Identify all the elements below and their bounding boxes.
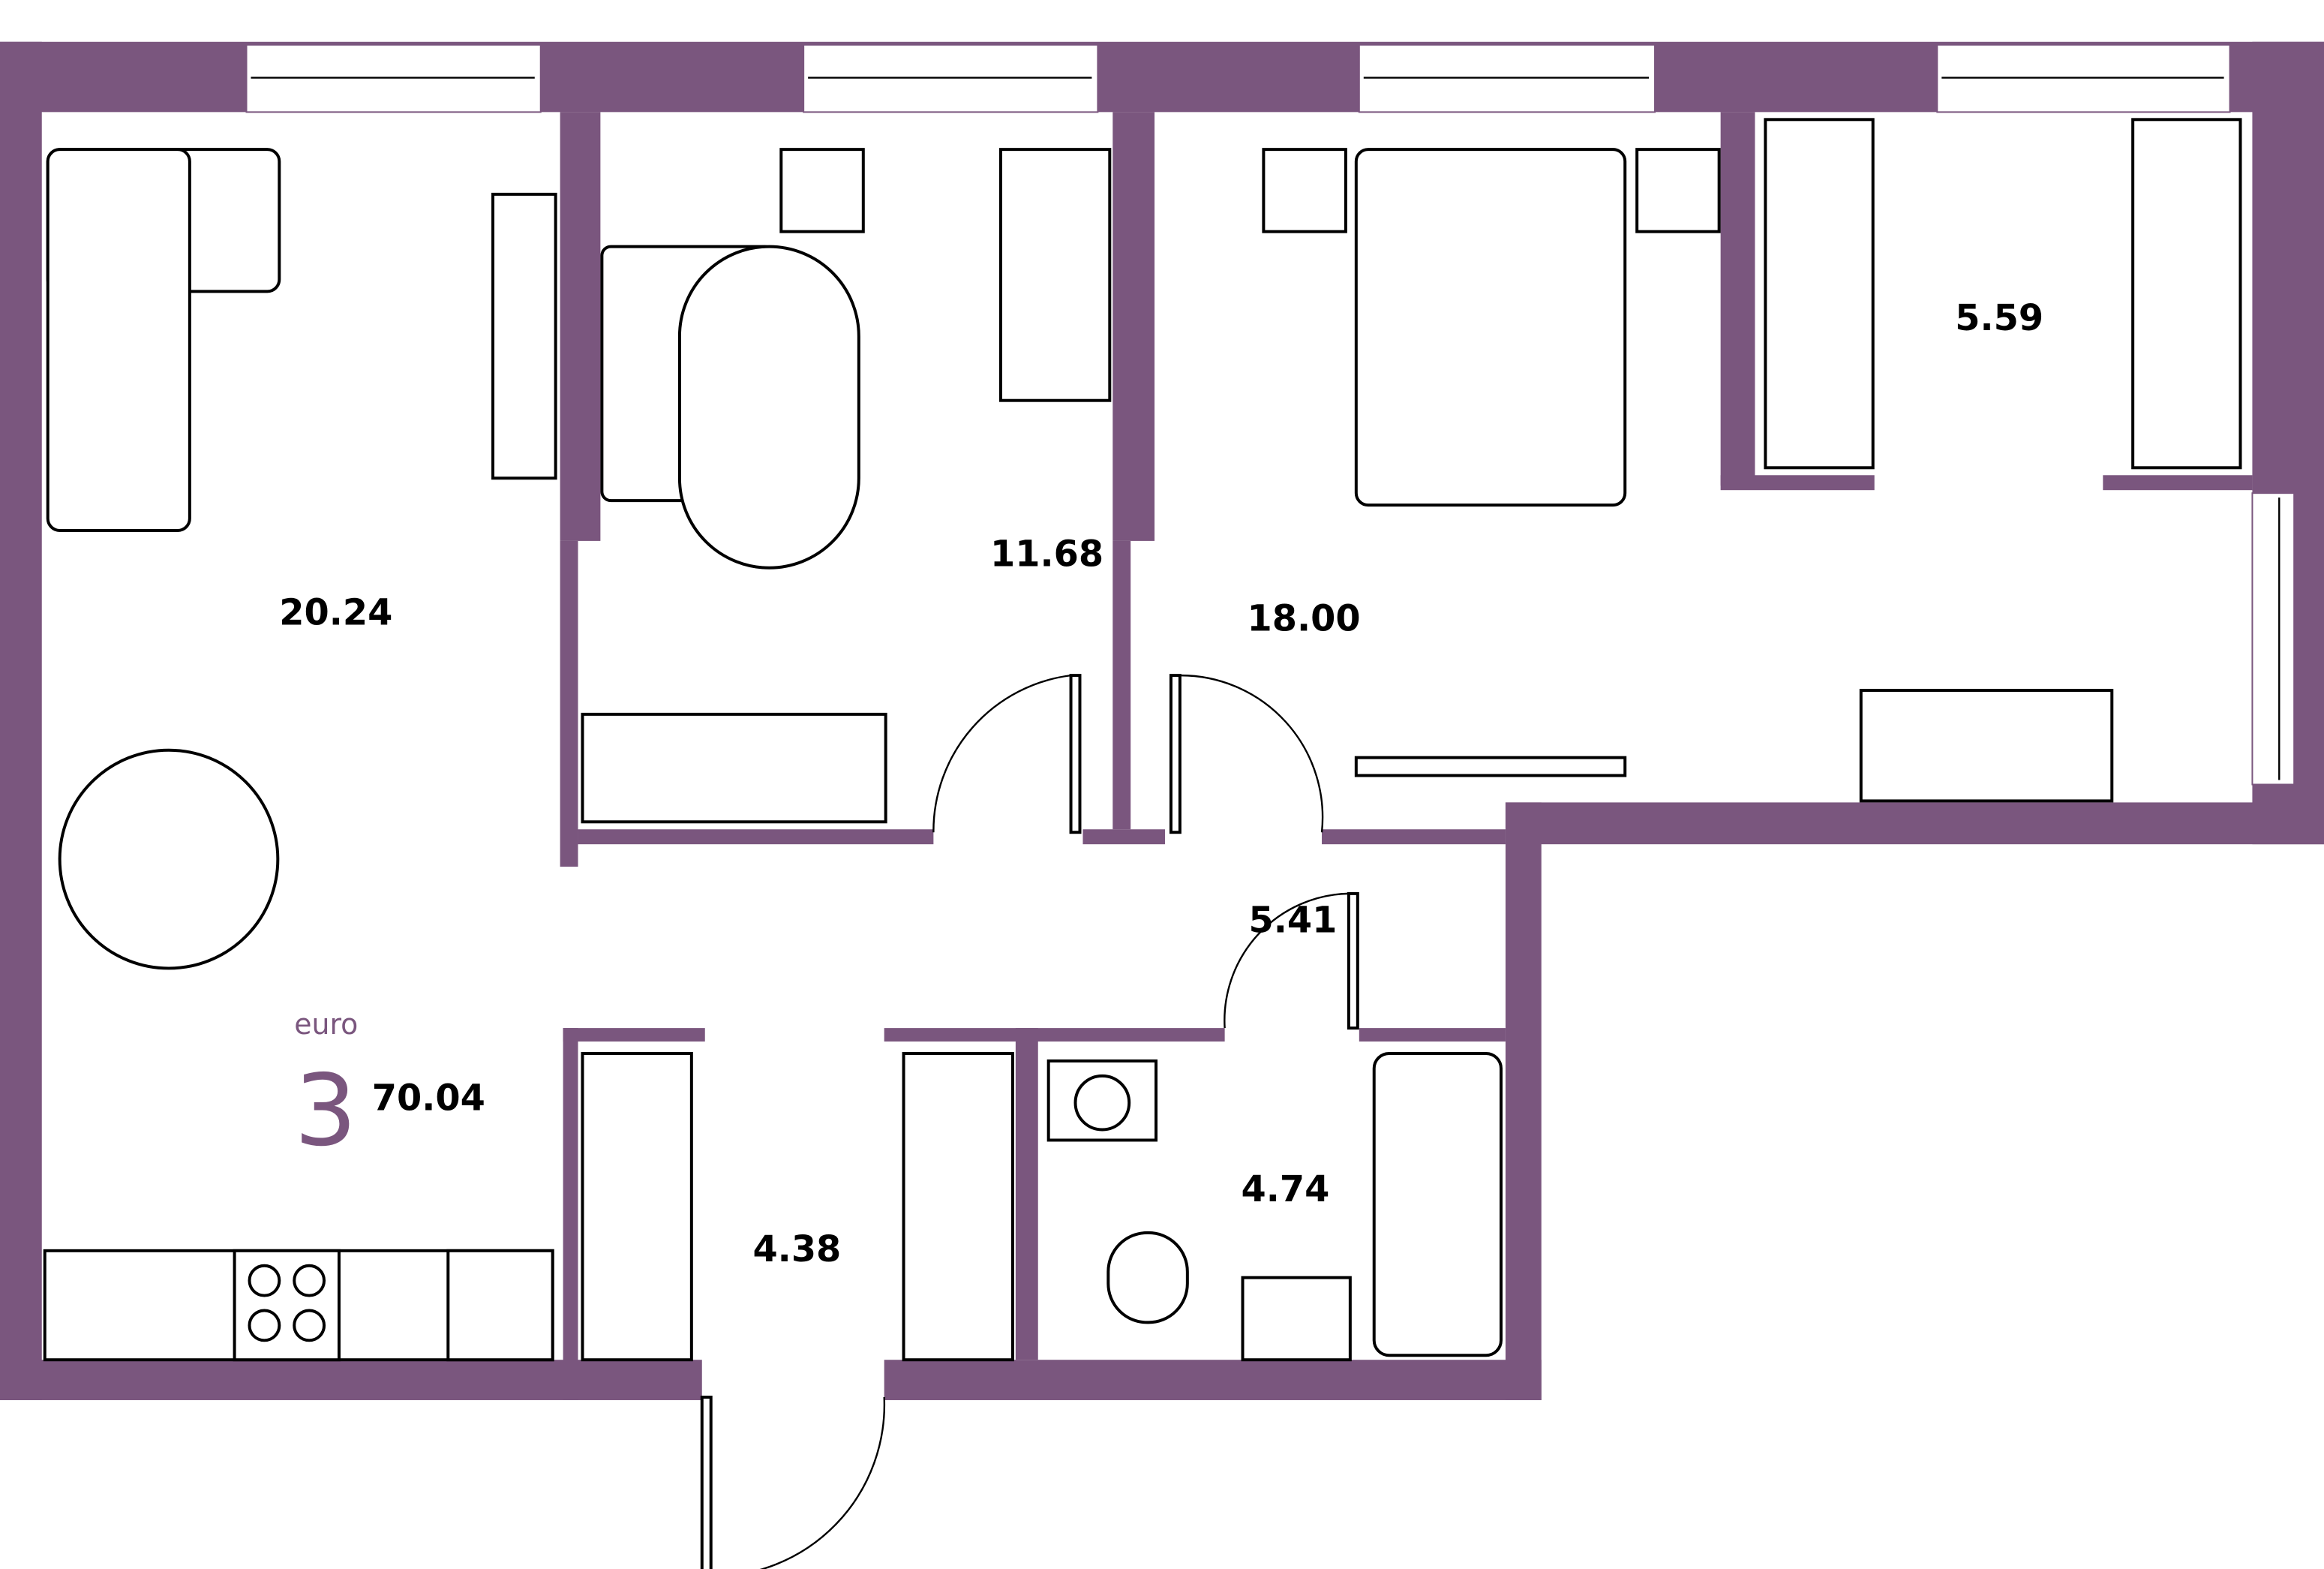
wardrobe-small bbox=[581, 712, 887, 824]
furniture bbox=[43, 118, 2242, 1362]
room-area-living: 20.24 bbox=[279, 592, 392, 633]
room-area-entrance: 4.38 bbox=[752, 1229, 841, 1270]
wardrobe-left bbox=[1764, 118, 1875, 470]
entrance-wardrobe-right bbox=[902, 1051, 1014, 1362]
dining-table bbox=[58, 748, 280, 970]
room-area-bedroom-small: 11.68 bbox=[990, 534, 1103, 576]
bathtub bbox=[1372, 1051, 1503, 1357]
room-area-hallway: 5.41 bbox=[1248, 900, 1337, 942]
rug bbox=[677, 245, 860, 570]
room-area-bathroom: 4.74 bbox=[1242, 1169, 1330, 1210]
toilet bbox=[1106, 1231, 1189, 1324]
room-area-bedroom-master: 18.00 bbox=[1247, 598, 1360, 639]
tv-console bbox=[1354, 756, 1627, 777]
rooms-count: 3 bbox=[294, 1053, 357, 1168]
plan-type-label: euro bbox=[294, 1008, 358, 1041]
area-labels: 20.24 11.68 18.00 5.59 5.41 4.74 4.38 eu… bbox=[279, 298, 2043, 1270]
work-desk bbox=[1859, 689, 2114, 803]
entrance-wardrobe-left bbox=[581, 1051, 693, 1362]
sink bbox=[1241, 1276, 1352, 1362]
fridge bbox=[446, 1249, 554, 1362]
tv-stand bbox=[491, 192, 557, 480]
room-area-wardrobe: 5.59 bbox=[1955, 298, 2043, 339]
doors bbox=[700, 674, 1359, 1569]
desk bbox=[998, 148, 1112, 402]
windows bbox=[245, 44, 2295, 786]
bed-master bbox=[1354, 148, 1627, 507]
total-area: 70.04 bbox=[372, 1078, 485, 1120]
wardrobe-right bbox=[2131, 118, 2242, 470]
